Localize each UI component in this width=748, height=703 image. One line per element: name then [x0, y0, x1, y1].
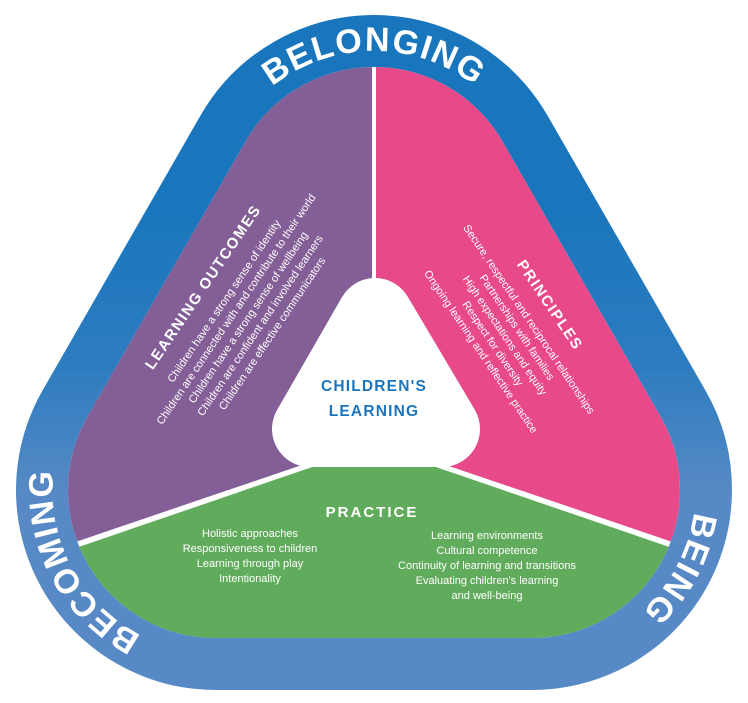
practice-item: Holistic approaches	[202, 528, 298, 540]
center-label-line2: LEARNING	[329, 403, 420, 420]
center-triangle	[272, 278, 480, 467]
practice-item: Evaluating children's learning	[416, 575, 559, 587]
practice-item: and well-being	[452, 590, 523, 602]
practice-right-column: Learning environments Cultural competenc…	[398, 530, 576, 602]
practice-item: Cultural competence	[437, 545, 538, 557]
practice-item: Learning environments	[431, 530, 543, 542]
practice-item: Responsiveness to children	[183, 543, 318, 555]
center-label: CHILDREN'S LEARNING	[321, 378, 427, 420]
practice-title: PRACTICE	[326, 504, 419, 521]
center-label-line1: CHILDREN'S	[321, 378, 427, 395]
practice-section	[68, 446, 680, 638]
practice-item: Continuity of learning and transitions	[398, 560, 576, 572]
practice-item: Learning through play	[197, 558, 304, 570]
practice-text-block: PRACTICE Holistic approaches Responsiven…	[183, 504, 577, 602]
practice-left-column: Holistic approaches Responsiveness to ch…	[183, 528, 318, 585]
practice-item: Intentionality	[219, 573, 281, 585]
